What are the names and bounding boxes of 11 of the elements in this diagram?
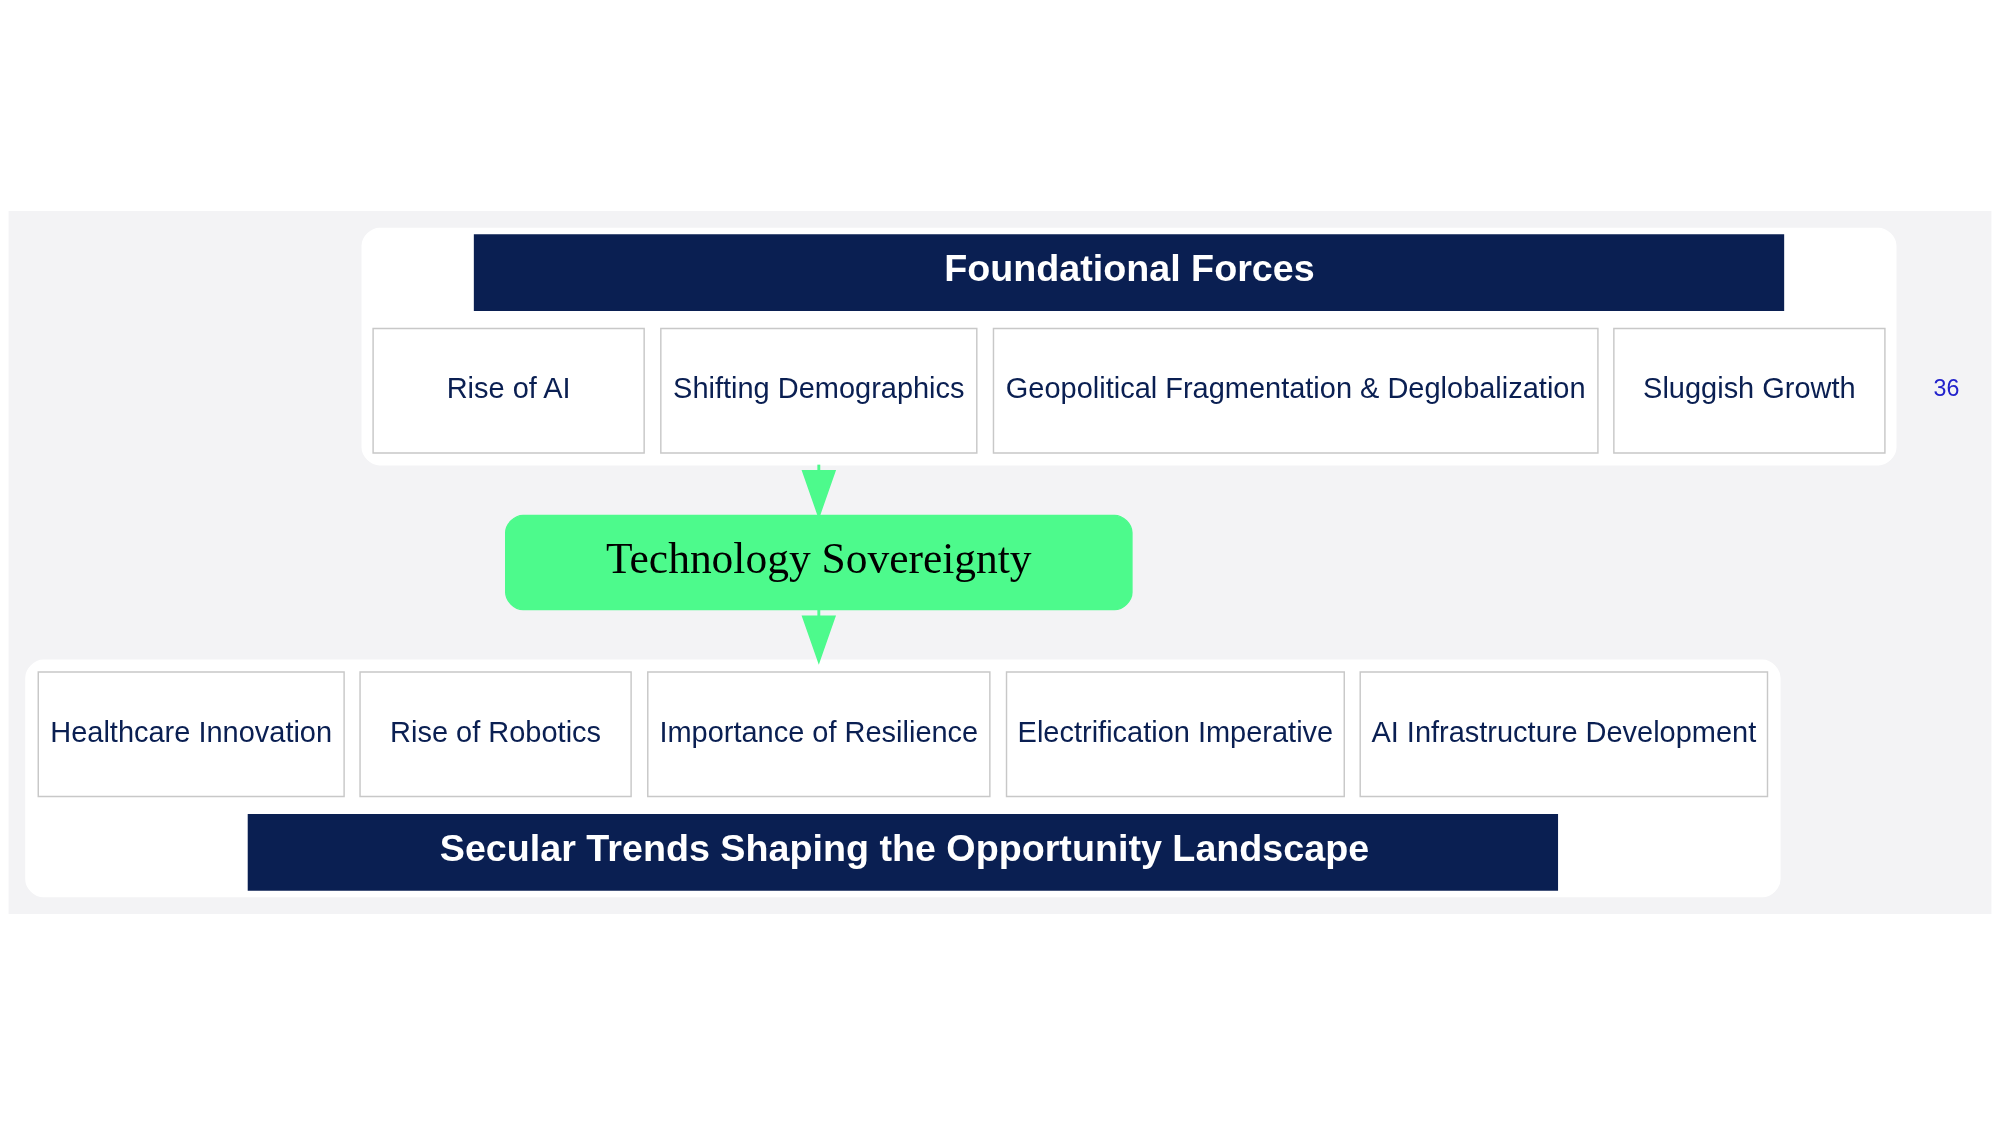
node-box: Rise of Robotics xyxy=(359,671,632,798)
label: 36 xyxy=(1933,375,1960,402)
node-box: Sluggish Growth xyxy=(1613,327,1886,454)
node-box: Importance of Resilience xyxy=(647,671,991,798)
node-box: Geopolitical Fragmentation & Deglobalization xyxy=(992,327,1599,454)
node-box: Technology Sovereignty xyxy=(505,514,1133,611)
node-box: AI Infrastructure Development xyxy=(1359,671,1769,798)
node-box: Healthcare Innovation xyxy=(37,671,345,798)
node-box: Shifting Demographics xyxy=(660,327,978,454)
node-box: Rise of AI xyxy=(372,327,645,454)
node-box: Electrification Imperative xyxy=(1005,671,1345,798)
